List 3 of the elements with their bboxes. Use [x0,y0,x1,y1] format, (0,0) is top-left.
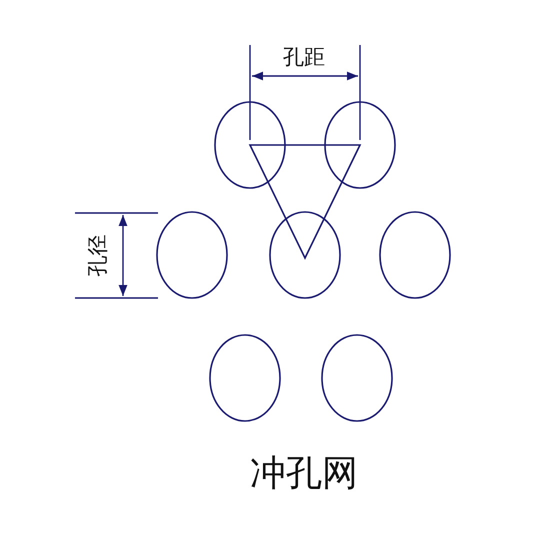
dimension-label: 孔径 [88,234,108,276]
dimension-label: 孔距 [283,47,325,68]
caption: 冲孔网 [250,456,358,492]
